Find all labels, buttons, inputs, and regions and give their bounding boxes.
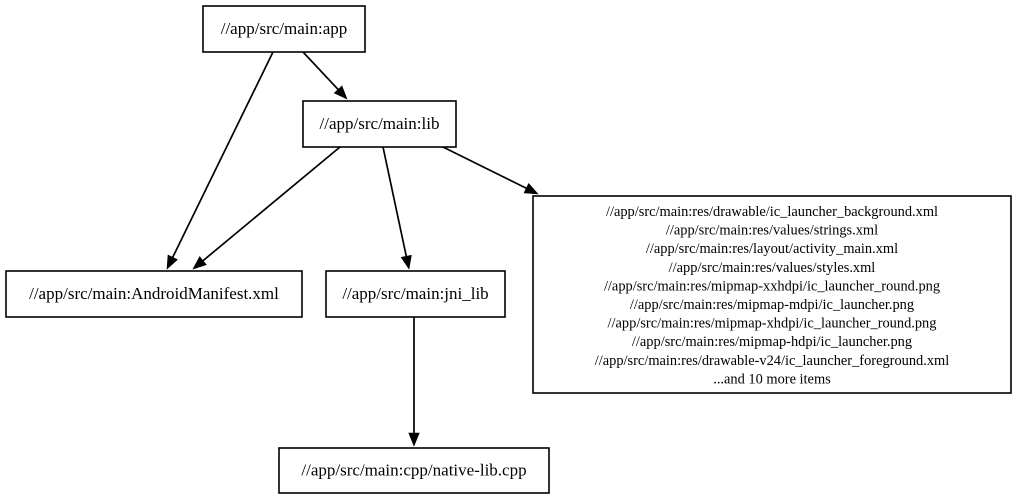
arrowhead-icon [166,254,178,270]
node-native_lib[interactable]: //app/src/main:cpp/native-lib.cpp [278,447,550,494]
node-label-line: //app/src/main:res/values/strings.xml [666,223,878,239]
arrowhead-icon [333,85,348,100]
edge-line [200,146,341,263]
node-app[interactable]: //app/src/main:app [202,5,366,53]
edge-line [442,146,529,190]
node-label-line: //app/src/main:res/mipmap-xxhdpi/ic_laun… [604,278,940,294]
edge-line [302,51,341,92]
edge-lib-to-manifest [192,146,341,270]
arrowhead-icon [408,432,420,447]
node-manifest[interactable]: //app/src/main:AndroidManifest.xml [5,270,303,318]
node-box[interactable] [5,270,303,318]
node-label-line: //app/src/main:res/mipmap-xhdpi/ic_launc… [608,316,937,332]
node-label-line: //app/src/main:res/drawable-v24/ic_launc… [595,353,949,369]
node-label-line: //app/src/main:res/mipmap-mdpi/ic_launch… [630,297,914,313]
node-box[interactable] [202,5,366,53]
edge-app-to-lib [302,51,348,100]
edge-lib-to-resources [442,146,539,195]
node-label: //app/src/main:app [221,19,348,38]
edge-jni-lib-to-native-lib [408,317,420,447]
node-label-line: //app/src/main:res/layout/activity_main.… [646,241,898,257]
node-label: //app/src/main:lib [320,114,440,133]
nodes-layer: //app/src/main:app //app/src/main:lib //ap… [5,5,1012,494]
node-label-line: ...and 10 more items [713,371,831,387]
node-resources[interactable]: //app/src/main:res/drawable/ic_launcher_… [532,195,1012,394]
node-label: //app/src/main:AndroidManifest.xml [29,284,279,303]
node-box[interactable] [302,100,457,148]
node-box[interactable] [532,195,1012,394]
node-label-line: //app/src/main:res/values/styles.xml [669,260,876,276]
node-label-line: //app/src/main:res/mipmap-hdpi/ic_launch… [632,334,912,350]
arrowhead-icon [523,183,539,195]
edge-line [171,51,274,260]
arrowhead-icon [192,256,207,270]
node-jni_lib[interactable]: //app/src/main:jni_lib [325,270,506,318]
edge-lib-to-jni-lib [382,146,412,270]
edge-app-to-manifest [166,51,274,270]
node-label-line: //app/src/main:res/drawable/ic_launcher_… [606,204,938,220]
edges-layer [166,51,539,447]
node-lib[interactable]: //app/src/main:lib [302,100,457,148]
node-box[interactable] [278,447,550,494]
arrowhead-icon [400,254,412,270]
node-label: //app/src/main:cpp/native-lib.cpp [301,460,526,479]
node-label: //app/src/main:jni_lib [342,284,488,303]
edge-line [382,146,408,259]
node-box[interactable] [325,270,506,318]
